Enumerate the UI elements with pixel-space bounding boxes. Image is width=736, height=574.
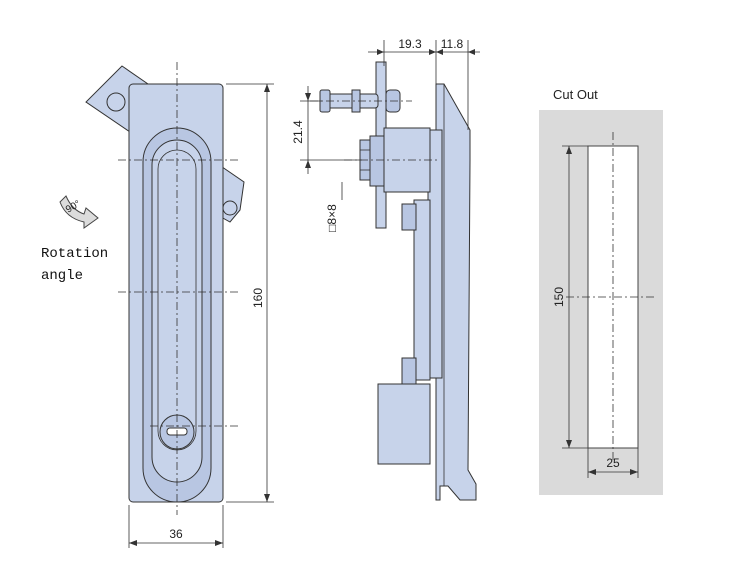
arrow-head: [588, 469, 596, 475]
side-body: [413, 199, 431, 381]
cutout-title: Cut Out: [553, 87, 598, 102]
nut-lower: [401, 357, 417, 385]
dim-top-a: 19.3: [398, 37, 422, 51]
arrow-head: [129, 540, 137, 546]
arrow-head: [305, 93, 311, 101]
arrow-head: [436, 49, 443, 55]
arrow-head: [264, 84, 270, 92]
side-bezel: [435, 83, 477, 501]
spindle-collar: [369, 135, 385, 187]
arrow-head: [264, 494, 270, 502]
spindle-block: [383, 127, 431, 193]
rotation-label-line2: angle: [41, 268, 83, 284]
dim-square: □8×8: [325, 204, 339, 232]
arrow-head: [305, 160, 311, 168]
dim-top-b: 11.8: [441, 37, 464, 51]
width-dim-label: 36: [169, 527, 183, 541]
arrow-head: [215, 540, 223, 546]
front-view: 36 160 90° Rotation angle: [41, 62, 274, 548]
rotation-label-line1: Rotation: [41, 246, 108, 262]
cutout-view: Cut Out 150 25: [539, 87, 663, 495]
tab-hole: [106, 92, 126, 112]
lock-cylinder-box: [377, 383, 431, 465]
arrow-head: [468, 49, 475, 55]
cutout-dim-width: 25: [606, 456, 620, 470]
cutout-dim-height: 150: [552, 287, 566, 307]
arrow-head: [566, 440, 572, 448]
arrow-head: [429, 49, 436, 55]
rotation-arrow-icon: 90°: [59, 195, 99, 229]
height-dim-label: 160: [251, 288, 265, 308]
arrow-head: [377, 49, 384, 55]
nut-upper: [401, 203, 417, 231]
dim-offset: 21.4: [291, 120, 305, 144]
side-view: 19.3 11.8 21.4 □8×8: [291, 37, 480, 501]
arrow-head: [630, 469, 638, 475]
arrow-head: [566, 146, 572, 154]
